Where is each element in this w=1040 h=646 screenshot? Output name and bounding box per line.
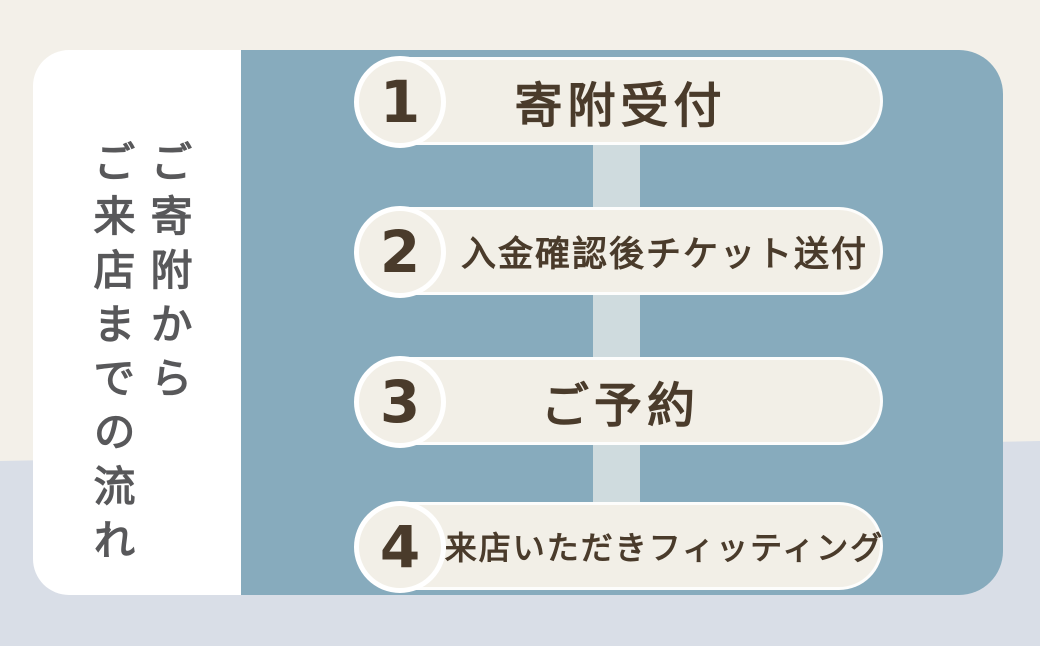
step-capsule-4: 4 来店いただきフィッティング	[354, 501, 885, 593]
step-number: 2	[379, 218, 421, 286]
step-label: 来店いただきフィッティング	[444, 529, 885, 567]
steps-panel: 1 寄附受付 2 入金確認後チケット送付 3 ご予約 4 来店いただきフィッティ…	[241, 50, 1003, 595]
title-column: ご寄附から ご来店までの流れ	[33, 50, 241, 595]
connector-step3-step4	[593, 440, 640, 509]
step-label: ご予約	[540, 378, 700, 434]
step-number-badge: 4	[354, 501, 446, 593]
step-number-badge: 1	[354, 56, 446, 148]
step-capsule-1: 1 寄附受付	[354, 56, 883, 148]
step-number-badge: 3	[354, 356, 446, 448]
step-number: 1	[379, 68, 421, 136]
connector-step1-step2	[593, 140, 640, 214]
connector-step2-step3	[593, 290, 640, 364]
step-capsule-2: 2 入金確認後チケット送付	[354, 206, 883, 298]
flow-title-vertical: ご寄附から ご来店までの流れ	[87, 140, 193, 572]
step-label: 入金確認後チケット送付	[460, 234, 868, 275]
step-number: 3	[379, 368, 421, 436]
step-label: 寄附受付	[514, 78, 727, 134]
step-capsule-3: 3 ご予約	[354, 356, 883, 448]
flow-card: ご寄附から ご来店までの流れ 1 寄附受付 2 入金確認後チケット送付 3 ご予…	[33, 50, 1003, 595]
step-number: 4	[379, 513, 421, 581]
step-number-badge: 2	[354, 206, 446, 298]
